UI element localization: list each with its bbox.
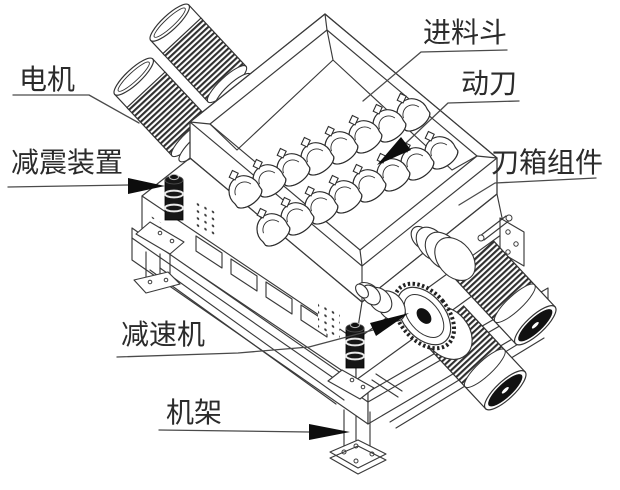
damper-front xyxy=(327,321,403,400)
label-damping-device: 减震装置 xyxy=(11,147,123,179)
label-motor: 电机 xyxy=(19,64,75,96)
knife-box-slot xyxy=(230,258,258,292)
coupling-rings-lower xyxy=(355,283,406,322)
leader-motor xyxy=(12,94,140,124)
leader-damping-device xyxy=(7,184,129,188)
lever-arm xyxy=(479,215,511,241)
arrowhead-moving-blade xyxy=(377,137,411,165)
knife-box-slot xyxy=(195,235,223,269)
label-knife-box-assembly: 刀箱组件 xyxy=(491,147,603,179)
bottom-rails-left xyxy=(149,267,345,405)
reducer-gear xyxy=(391,281,473,360)
knife-box-slot xyxy=(265,281,293,315)
label-moving-blade: 动刀 xyxy=(461,69,517,100)
damper-bracket xyxy=(135,221,185,255)
gear-hub xyxy=(416,308,432,324)
leader-frame xyxy=(158,429,310,433)
label-feed-hopper: 进料斗 xyxy=(423,17,507,49)
labels: 进料斗 动刀 电机 减震装置 刀箱组件 减速机 机架 xyxy=(11,17,603,429)
perforated-plate xyxy=(318,300,340,342)
leader-moving-blade xyxy=(405,100,520,144)
foot-plate-left xyxy=(133,271,181,294)
hopper-rim-miters xyxy=(189,13,498,267)
leader-reducer xyxy=(116,329,374,358)
arrowhead-reducer xyxy=(370,313,409,336)
damper-bracket xyxy=(327,369,375,400)
leader-feed-hopper xyxy=(362,49,508,102)
hopper-funnel-edges xyxy=(209,29,478,171)
leg-left xyxy=(133,251,181,294)
arrowhead-damping-device xyxy=(128,178,165,194)
foot-plate-front xyxy=(329,439,387,469)
deck-left-inner-line xyxy=(131,237,369,403)
label-reducer: 减速机 xyxy=(121,319,205,351)
arrowhead-frame xyxy=(309,424,350,440)
label-machine-frame: 机架 xyxy=(166,397,222,429)
brace-arm xyxy=(371,373,403,398)
leg-front xyxy=(329,409,387,475)
damper-left xyxy=(135,173,185,255)
coupling-rings-upper xyxy=(410,225,476,281)
perforated-plate xyxy=(196,200,218,240)
leader-knife-box xyxy=(458,177,597,206)
leader-lines xyxy=(7,49,597,440)
